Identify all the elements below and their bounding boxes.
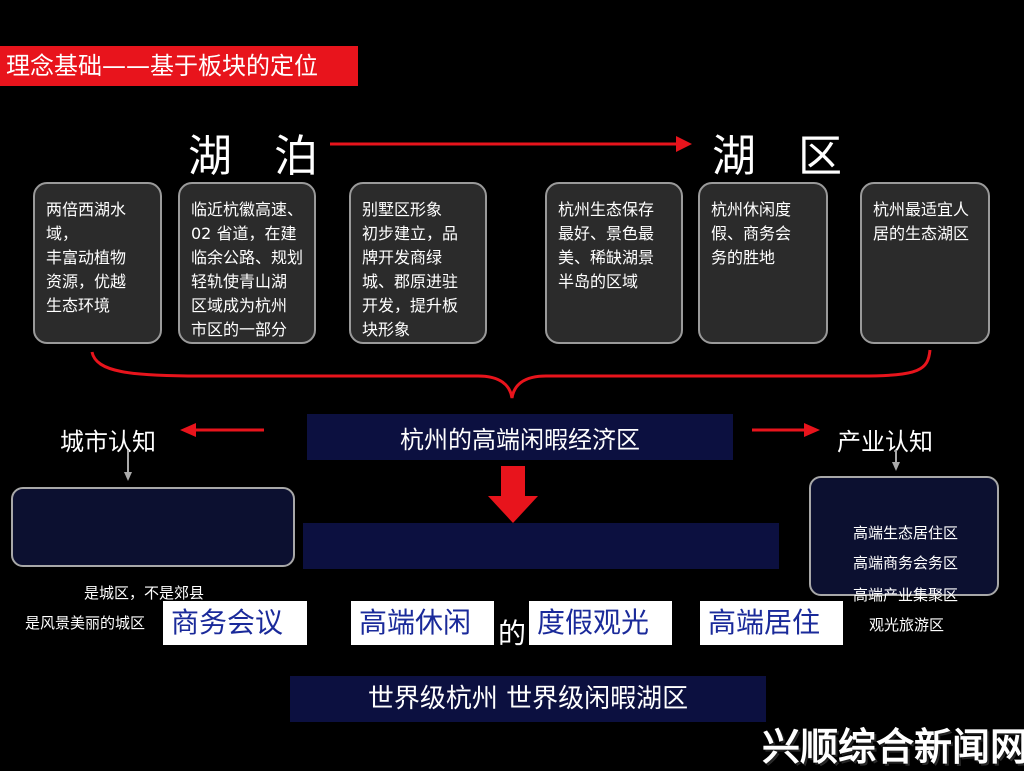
- slide-title: 理念基础——基于板块的定位: [0, 46, 358, 86]
- top-arrow-head: [676, 136, 692, 152]
- city-cognition-box: [11, 487, 295, 567]
- industry-cognition-box: [809, 476, 999, 596]
- industry-item: 高端商务会务区: [853, 554, 959, 572]
- tag-business-meeting: 商务会议: [163, 601, 307, 645]
- site-watermark: 兴顺综合新闻网: [762, 725, 1024, 769]
- lake-word: 湖 泊: [188, 131, 332, 182]
- city-line-2: 是风景美丽的城区: [25, 614, 146, 632]
- tag-high-end-residence: 高端居住: [700, 601, 843, 645]
- card-ecology-best: 杭州生态保存 最好、景色最 美、稀缺湖景 半岛的区域: [545, 182, 683, 344]
- main-positioning-label: 杭州的高端闲暇经济区: [307, 414, 733, 460]
- industry-item: 高端生态居住区: [853, 524, 959, 542]
- card-livable: 杭州最适宜人 居的生态湖区: [860, 182, 990, 344]
- lake-district-word: 湖 区: [712, 131, 856, 182]
- down-arrow: [488, 466, 538, 523]
- industry-item: 观光旅游区: [869, 616, 945, 634]
- card-water-ecology: 两倍西湖水域， 丰富动植物 资源，优越 生态环境: [33, 182, 162, 344]
- right-grey-arrow-head: [892, 462, 900, 471]
- tag-resort-sightseeing: 度假观光: [529, 601, 672, 645]
- right-arrow-head: [804, 423, 820, 437]
- card-transport: 临近杭徽高速、 02 省道，在建 临余公路、规划 轻轨使青山湖 区域成为杭州 市…: [178, 182, 316, 344]
- city-cognition-title: 城市认知: [60, 428, 156, 456]
- city-line-1: 是城区，不是郊县: [84, 584, 205, 602]
- card-leisure-resort: 杭州休闲度 假、商务会 务的胜地: [698, 182, 828, 344]
- card-villa-image: 别墅区形象 初步建立，品 牌开发商绿 城、郡原进驻 开发，提升板 块形象: [349, 182, 487, 344]
- tag-high-end-leisure: 高端休闲: [351, 601, 494, 645]
- brace-bracket: [90, 349, 932, 399]
- world-class-label: 世界级杭州 世界级闲暇湖区: [290, 676, 766, 722]
- left-grey-arrow-head: [124, 472, 132, 481]
- industry-cognition-title: 产业认知: [837, 428, 933, 456]
- industry-item: 高端产业集聚区: [853, 586, 959, 604]
- middle-bar: [303, 523, 779, 569]
- left-arrow-head: [180, 423, 196, 437]
- connector-de: 的: [498, 617, 527, 650]
